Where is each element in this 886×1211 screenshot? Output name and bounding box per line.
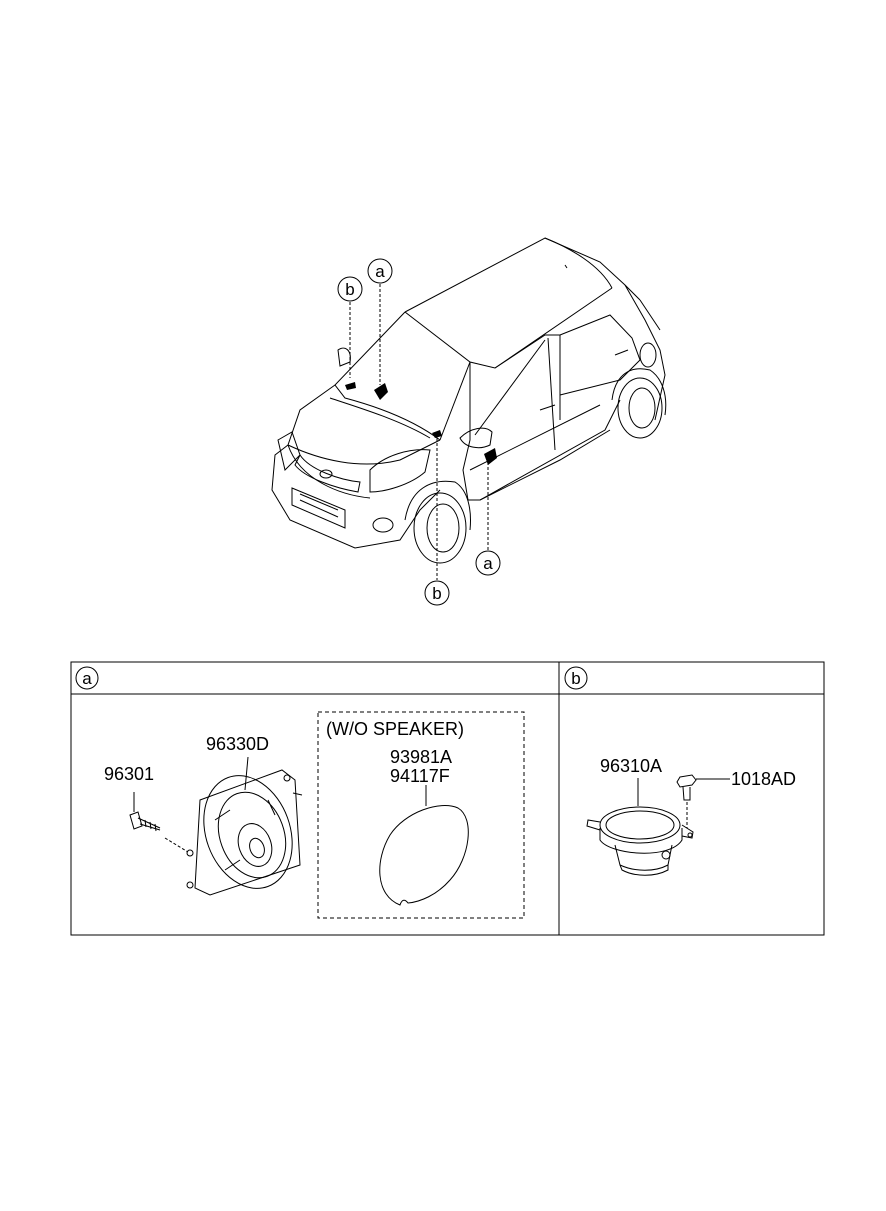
speaker-location-marks	[345, 382, 497, 465]
callout-top-a-text: a	[375, 262, 385, 281]
car-leaders	[349, 284, 489, 580]
callout-bottom-a: a	[475, 550, 501, 576]
panel-a-header-text: a	[82, 669, 92, 688]
callout-bottom-a-text: a	[483, 554, 493, 573]
part-label-1018AD: 1018AD	[731, 769, 796, 789]
bolt-1018AD	[676, 774, 730, 828]
speaker-cover	[379, 785, 469, 906]
callout-bottom-b: b	[424, 580, 450, 606]
panel-a-header: a	[75, 666, 99, 690]
speaker-96330D	[164, 756, 303, 896]
callout-top-b-text: b	[345, 280, 354, 299]
car-illustration	[271, 237, 667, 564]
screw-96301	[129, 792, 161, 832]
part-label-96310A: 96310A	[600, 756, 662, 776]
parts-table	[70, 661, 825, 936]
part-label-93981A: 93981A	[390, 747, 452, 767]
part-label-96330D: 96330D	[206, 734, 269, 754]
part-label-94117F: 94117F	[390, 766, 450, 786]
wo-speaker-label: (W/O SPEAKER)	[326, 719, 464, 739]
callout-top-b: b	[337, 276, 363, 302]
tweeter-96310A	[586, 778, 694, 876]
panel-b-header-text: b	[571, 669, 580, 688]
callout-bottom-b-text: b	[432, 584, 441, 603]
wo-speaker-box	[317, 711, 525, 919]
panel-b-header: b	[564, 666, 588, 690]
callout-top-a: a	[367, 258, 393, 284]
part-label-96301: 96301	[104, 764, 154, 784]
